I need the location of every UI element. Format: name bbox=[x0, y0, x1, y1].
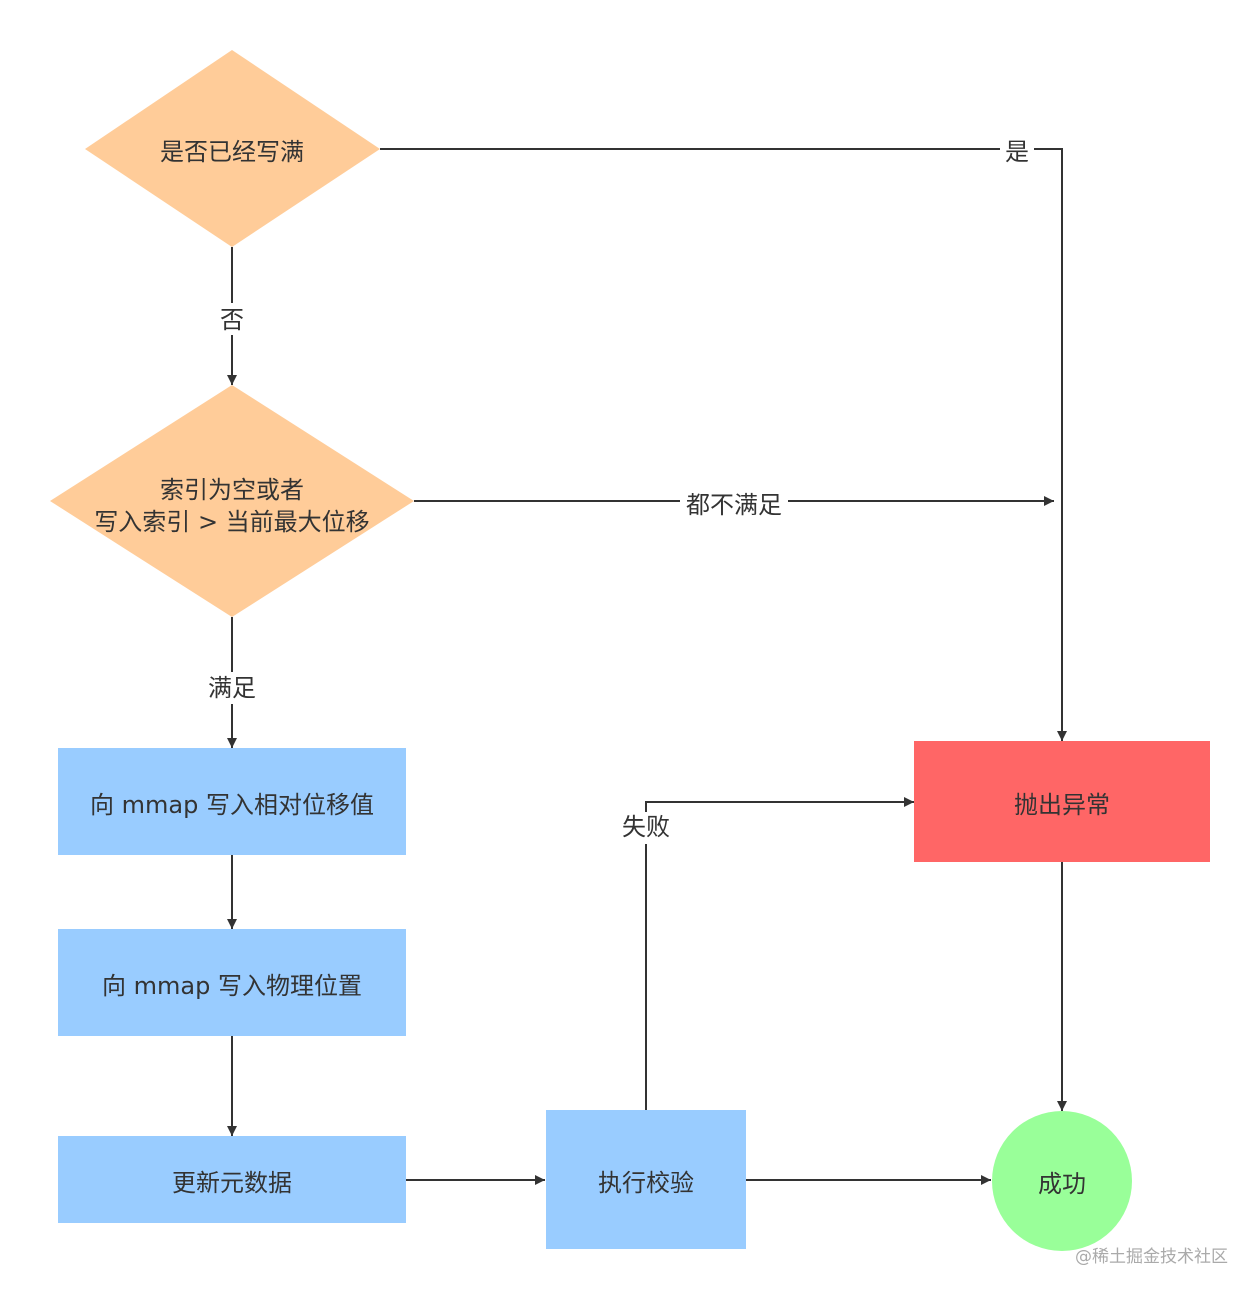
edge-label-yes: 是 bbox=[1005, 138, 1029, 166]
process-run-validation-label: 执行校验 bbox=[598, 1169, 694, 1197]
edge-label-no: 否 bbox=[220, 306, 244, 334]
process-write-offset-label: 向 mmap 写入相对位移值 bbox=[90, 791, 374, 819]
watermark-text: @稀土掘金技术社区 bbox=[1075, 1247, 1228, 1267]
edge-validation-to-exception bbox=[645, 797, 914, 1110]
edge-label-fail: 失败 bbox=[622, 813, 670, 841]
edges: 是 否 都不满足 满足 失败 bbox=[204, 136, 1067, 1185]
error-throw-exception-label: 抛出异常 bbox=[1014, 791, 1110, 819]
process-update-metadata-label: 更新元数据 bbox=[172, 1169, 292, 1197]
edge-label-satisfied: 满足 bbox=[208, 674, 256, 702]
decision-full-check-label: 是否已经写满 bbox=[160, 138, 304, 166]
process-write-position: 向 mmap 写入物理位置 bbox=[58, 929, 406, 1036]
process-update-metadata: 更新元数据 bbox=[58, 1136, 406, 1223]
error-throw-exception: 抛出异常 bbox=[914, 741, 1210, 862]
edge-label-neither: 都不满足 bbox=[686, 491, 782, 519]
terminal-success: 成功 bbox=[992, 1111, 1132, 1251]
decision-index-check-label-line2: 写入索引 > 当前最大位移 bbox=[94, 508, 369, 536]
process-run-validation: 执行校验 bbox=[546, 1110, 746, 1249]
process-write-position-label: 向 mmap 写入物理位置 bbox=[102, 972, 362, 1000]
edge-full-to-exception bbox=[380, 148, 1067, 741]
decision-full-check: 是否已经写满 bbox=[85, 50, 380, 247]
decision-index-check: 索引为空或者 写入索引 > 当前最大位移 bbox=[50, 385, 414, 617]
decision-index-check-label-line1: 索引为空或者 bbox=[160, 476, 304, 504]
terminal-success-label: 成功 bbox=[1038, 1170, 1086, 1198]
process-write-offset: 向 mmap 写入相对位移值 bbox=[58, 748, 406, 855]
nodes: 是否已经写满 索引为空或者 写入索引 > 当前最大位移 向 mmap 写入相对位… bbox=[50, 50, 1210, 1251]
